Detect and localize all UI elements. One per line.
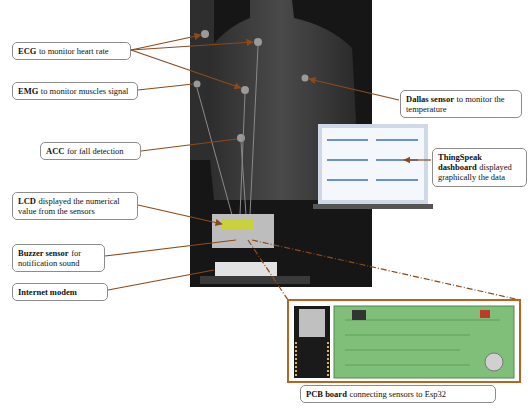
callout-title: ECG: [18, 46, 36, 56]
laptop-screen: [318, 124, 428, 204]
pcb-component: [480, 310, 490, 318]
callout-box: EMGto monitor muscles signal: [12, 82, 138, 100]
zoom-lines: [248, 240, 520, 300]
ecg-electrode: [254, 38, 262, 46]
callout-box: ECGto monitor heart rate: [12, 42, 131, 60]
leader-line: [138, 205, 222, 224]
callout-text: to monitor heart rate: [39, 46, 109, 56]
callout-box: PCB boardconnecting sensors to Esp32: [300, 385, 496, 403]
callout-title: PCB board: [306, 389, 347, 399]
esp32-module: [299, 309, 325, 337]
callout-title: Internet modem: [18, 287, 77, 297]
temperature-sensor: [302, 75, 309, 82]
callout-text: connecting sensors to Esp32: [349, 389, 446, 399]
sensor-wires: [197, 46, 258, 215]
callout-title: ACC: [46, 146, 64, 156]
callout-title: LCD: [18, 196, 36, 206]
lcd-screen: [222, 220, 254, 230]
leader-line: [131, 50, 241, 88]
laptop-base: [313, 204, 433, 209]
callout-box: Internet modem: [12, 283, 108, 301]
dashboard-screen: [313, 124, 433, 209]
callout-title: EMG: [18, 86, 38, 96]
accelerometer: [237, 134, 245, 142]
pcb: [334, 306, 514, 378]
callout-box: LCDdisplayed the numerical value from th…: [12, 192, 138, 220]
callout-text: for fall detection: [67, 146, 124, 156]
inset-frame: [288, 300, 520, 382]
pcb-traces: [345, 320, 500, 365]
pcb-inset: [288, 300, 520, 382]
callout-box: ThingSpeak dashboarddisplayed graphicall…: [432, 148, 527, 187]
callout-box: Dallas sensorto monitor the temperature: [400, 90, 522, 118]
leader-line: [141, 139, 237, 151]
screen-content: [322, 128, 424, 200]
callout-title: Dallas sensor: [406, 94, 454, 104]
callout-title: Buzzer sensor: [18, 248, 69, 258]
callout-text: to monitor muscles signal: [41, 86, 129, 96]
leader-line: [309, 79, 399, 100]
leader-lines: [105, 35, 520, 300]
ecg-electrode: [241, 86, 249, 94]
pcb-connector: [352, 310, 366, 320]
leader-line: [138, 84, 193, 90]
pcb-buzzer: [485, 353, 503, 371]
esp32-pins: [296, 342, 328, 376]
leader-line: [108, 270, 214, 290]
callout-box: ACCfor fall detection: [40, 142, 141, 160]
callout-title: ThingSpeak dashboard: [438, 152, 482, 172]
leader-line: [404, 159, 431, 160]
table: [200, 276, 310, 284]
leader-line: [105, 240, 236, 256]
esp32-board: [294, 306, 330, 378]
ecg-electrode: [201, 30, 209, 38]
leader-line: [131, 42, 253, 50]
emg-electrode: [194, 81, 201, 88]
callout-box: Buzzer sensorfor notification sound: [12, 244, 105, 272]
